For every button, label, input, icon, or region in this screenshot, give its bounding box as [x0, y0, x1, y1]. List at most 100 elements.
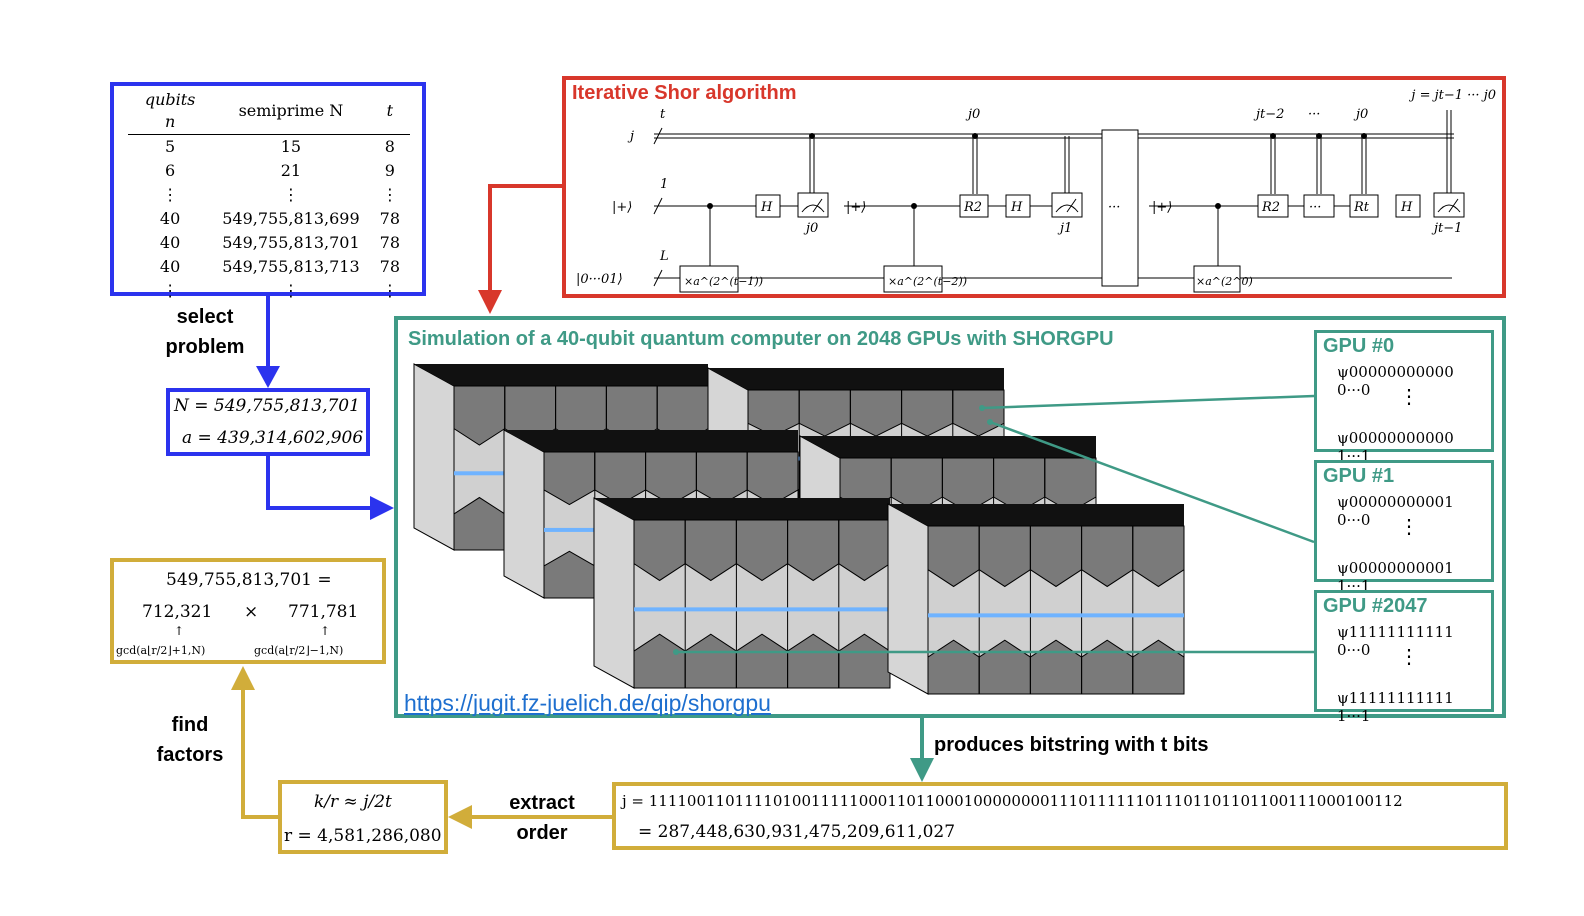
gpu-top-0: ψ00000000000 0···0 [1337, 363, 1454, 399]
shor-title: Iterative Shor algorithm [572, 82, 797, 104]
shor-circuit-box: Iterative Shor algorithm j = jt−1 ··· j0 [562, 76, 1506, 298]
multiplier-2: ×a^(2^(t−2)) [888, 275, 967, 288]
measure-label-j0: j0 [803, 221, 818, 236]
gate-h-3: H [1400, 200, 1413, 215]
gate-r2-1: R2 [963, 200, 982, 215]
gate-r2-2: R2 [1261, 200, 1280, 215]
selected-a: a = 439,314,602,906 [182, 428, 364, 448]
gpu-top-1: ψ00000000001 0···0 [1337, 493, 1454, 529]
vertical-dots-icon: ⋮ [1399, 384, 1419, 408]
table-cell: 40 [159, 233, 181, 252]
gcd-plus: gcd(a⌊r/2⌋+1,N) [116, 644, 206, 657]
table-cell: 78 [379, 209, 400, 228]
wire-count-L: L [659, 249, 669, 264]
gpu-title-1: GPU #1 [1323, 465, 1395, 487]
gpu-rack [887, 503, 1185, 695]
gcd-minus: gcd(a⌊r/2⌋−1,N) [254, 644, 344, 657]
table-cell: 21 [280, 161, 302, 180]
table-cell: 8 [384, 137, 395, 156]
table-row: 5 15 8 [128, 135, 410, 160]
bitstring-j: j = 111100110111101001111100011011000100… [622, 792, 1403, 810]
plus-state-3: |+⟩ [1152, 200, 1172, 215]
problem-table: qubits n semiprime N t 5 15 8 6 21 9 ⋮ ⋮ ⋮ 40 549,… [128, 88, 410, 303]
gate-h-1: H [760, 200, 773, 215]
gate-rt: Rt [1353, 200, 1370, 215]
order-r: r = 4,581,286,080 [284, 826, 442, 846]
shorgpu-link[interactable]: https://jugit.fz-juelich.de/qip/shorgpu [404, 690, 771, 716]
gpu-box-1: GPU #1 ψ00000000001 0···0 ⋮ ψ00000000001… [1314, 460, 1494, 595]
table-cell: 9 [384, 161, 395, 180]
table-row: 6 21 9 [128, 159, 410, 183]
bit-label-j0b: j0 [1353, 107, 1368, 122]
measure-label-jt1: jt−1 [1431, 221, 1462, 236]
bit-label-dots: ··· [1308, 107, 1320, 122]
table-cell: 15 [280, 137, 302, 156]
wire-label-plus: |+⟩ [612, 200, 632, 215]
bitstring-decimal: = 287,448,630,931,475,209,611,027 [638, 822, 956, 842]
multiplier-3: ×a^(2^0) [1196, 275, 1253, 288]
table-cell: 549,755,813,699 [222, 209, 360, 228]
find-factors-label: find factors [156, 714, 224, 766]
simulation-box: Simulation of a 40-qubit quantum compute… [394, 316, 1506, 725]
shor-circuit-diagram: j |+⟩ |0···01⟩ t 1 L H R2 H R2 ··· Rt H … [576, 107, 1465, 293]
wire-label-j: j [627, 129, 634, 144]
table-row: 40 549,755,813,699 78 [128, 207, 410, 231]
header-semiprime: semiprime N [212, 88, 370, 135]
bitstring-box: j = 111100110111101001111100011011000100… [612, 782, 1508, 850]
selected-n: N = 549,755,813,701 [174, 396, 360, 416]
selected-problem-box: N = 549,755,813,701 a = 439,314,602,906 [166, 388, 370, 456]
gpu-box-0: GPU #0 ψ00000000000 0···0 ⋮ ψ00000000000… [1314, 330, 1494, 465]
table-row: 40 549,755,813,701 78 [128, 231, 410, 255]
gpu-pointer-line [989, 420, 1315, 544]
gpu-rack [593, 497, 891, 689]
gpu-top-2047: ψ11111111111 0···0 [1337, 623, 1454, 659]
gate-dots: ··· [1309, 200, 1321, 215]
table-cell: ⋮ [381, 185, 398, 204]
header-qubits: qubits n [128, 88, 213, 135]
factor-1: 712,321 [142, 602, 213, 622]
table-row: 40 549,755,813,713 78 [128, 255, 410, 279]
vertical-dots-icon: ⋮ [1399, 644, 1419, 668]
order-ratio: k/r ≈ j/2t [314, 792, 392, 812]
table-cell: ⋮ [282, 185, 299, 204]
multiplier-1: ×a^(2^(t−1)) [684, 275, 763, 288]
gpu-title-0: GPU #0 [1323, 335, 1395, 357]
table-cell: 78 [379, 257, 400, 276]
select-problem-label: select problem [165, 306, 245, 358]
gpu-pointer-dot [979, 405, 985, 411]
gpu-pointer-dot [673, 649, 679, 655]
table-row: ⋮ ⋮ ⋮ [128, 279, 410, 303]
table-cell: 5 [165, 137, 176, 156]
table-cell: 40 [159, 209, 181, 228]
table-cell: 549,755,813,701 [222, 233, 360, 252]
vertical-dots-icon: ⋮ [1399, 514, 1419, 538]
produces-label: produces bitstring with t bits [934, 734, 1209, 756]
gpu-pointer-line [981, 394, 1315, 410]
up-arrow-icon: ↑ [174, 624, 185, 638]
table-cell: 78 [379, 233, 400, 252]
table-cell: 40 [159, 257, 181, 276]
middle-dots: ··· [1108, 200, 1120, 215]
gpu-title-2047: GPU #2047 [1323, 595, 1428, 617]
gpu-pointer-dot [987, 419, 993, 425]
table-cell: 549,755,813,713 [222, 257, 360, 276]
factor-2: 771,781 [288, 602, 359, 622]
extract-order-label: extract order [509, 792, 575, 844]
factors-n: 549,755,813,701 = [166, 570, 332, 590]
factor-times: × [244, 602, 259, 622]
simulation-title: Simulation of a 40-qubit quantum compute… [408, 328, 1114, 350]
wire-count-t: t [660, 107, 666, 122]
table-cell: ⋮ [381, 281, 398, 300]
bit-label-jt2: jt−2 [1253, 107, 1284, 122]
plus-state-2: |+⟩ [846, 200, 866, 215]
table-cell: ⋮ [282, 281, 299, 300]
table-cell: ⋮ [162, 185, 179, 204]
table-cell: ⋮ [162, 281, 179, 300]
up-arrow-icon: ↑ [320, 624, 331, 638]
wire-label-ket0: |0···01⟩ [576, 272, 623, 287]
header-t: t [369, 88, 410, 135]
measure-label-j1: j1 [1057, 221, 1072, 236]
gpu-box-2047: GPU #2047 ψ11111111111 0···0 ⋮ ψ11111111… [1314, 590, 1494, 725]
table-cell: 6 [165, 161, 176, 180]
